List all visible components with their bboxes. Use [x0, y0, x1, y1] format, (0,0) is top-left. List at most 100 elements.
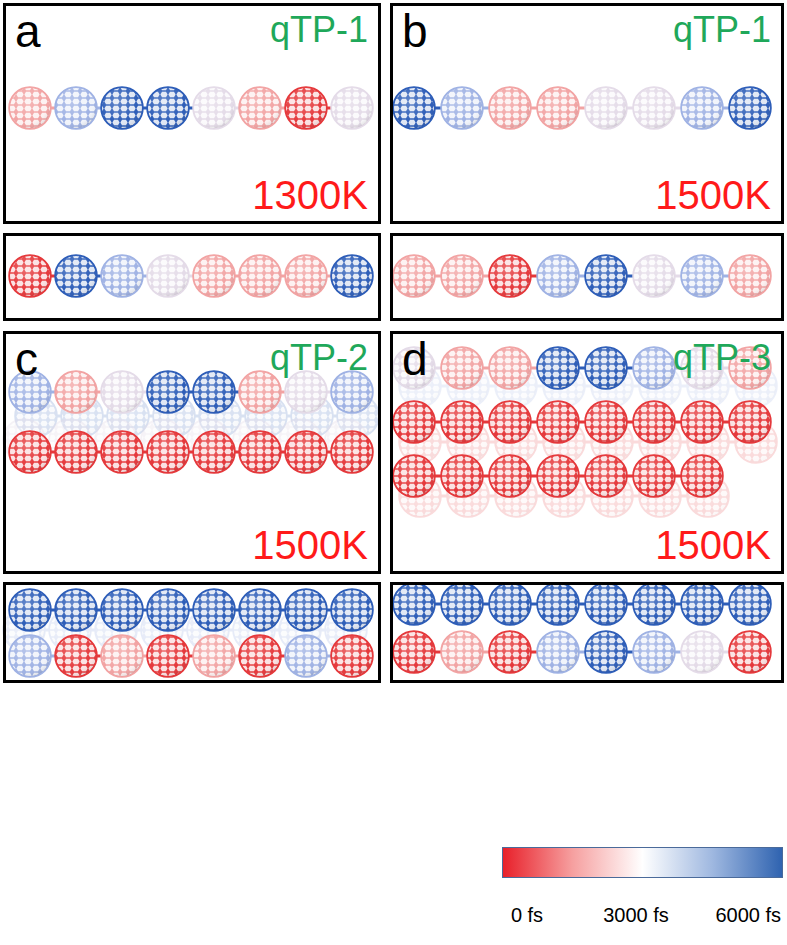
fullerene [633, 455, 675, 497]
fullerene [55, 255, 97, 297]
fullerene [147, 87, 189, 129]
fullerene [9, 635, 51, 677]
fullerene [9, 589, 51, 631]
fullerene [681, 255, 723, 297]
fullerene [393, 583, 435, 625]
panel-frame [3, 582, 381, 683]
fullerene [147, 371, 189, 413]
fullerene [681, 401, 723, 443]
fullerene [537, 455, 579, 497]
fullerene [633, 631, 675, 673]
fullerene [681, 631, 723, 673]
fullerene [489, 87, 531, 129]
fullerene-chain [393, 255, 771, 297]
panel-letter: b [402, 8, 428, 54]
fullerene [147, 635, 189, 677]
structure-name: qTP-1 [270, 12, 368, 48]
fullerene [285, 431, 327, 473]
fullerene [585, 255, 627, 297]
fullerene [393, 455, 435, 497]
fullerene-chain [9, 87, 373, 129]
panel-frame [390, 233, 784, 321]
fullerene [393, 255, 435, 297]
fullerene [285, 589, 327, 631]
fullerene [537, 255, 579, 297]
fullerene [285, 255, 327, 297]
panel-letter: a [15, 8, 41, 54]
fullerene [585, 631, 627, 673]
fullerene [101, 87, 143, 129]
fullerene-chain [393, 455, 723, 497]
fullerene [331, 87, 373, 129]
fullerene [729, 583, 771, 625]
fullerene [441, 255, 483, 297]
fullerene [489, 255, 531, 297]
fullerene [101, 635, 143, 677]
fullerene [285, 635, 327, 677]
fullerene [489, 631, 531, 673]
fullerene-chain [393, 631, 771, 673]
fullerene [585, 455, 627, 497]
fullerene [9, 255, 51, 297]
fullerene-chain [393, 401, 771, 443]
fullerene [9, 87, 51, 129]
fullerene [239, 589, 281, 631]
fullerene [633, 347, 675, 389]
temperature-label: 1500K [252, 525, 368, 565]
temperature-label: 1300K [252, 175, 368, 215]
fullerene [633, 255, 675, 297]
fullerene [55, 635, 97, 677]
fullerene [193, 635, 235, 677]
fullerene [537, 347, 579, 389]
fullerene [489, 401, 531, 443]
fullerene [537, 87, 579, 129]
fullerene [193, 255, 235, 297]
snapshot-panel: a qTP-1 1300K [3, 3, 381, 224]
fullerene [239, 635, 281, 677]
panel-letter: c [15, 336, 38, 382]
fullerene [441, 87, 483, 129]
fullerene [633, 583, 675, 625]
fullerene [147, 255, 189, 297]
snapshot-panel: c qTP-2 1500K [3, 331, 381, 574]
colorbar-tick-label: 0 fs [511, 905, 543, 925]
fullerene [681, 583, 723, 625]
fullerene [101, 371, 143, 413]
panel-frame [3, 233, 381, 321]
fullerene [9, 431, 51, 473]
fullerene [147, 431, 189, 473]
fullerene [537, 401, 579, 443]
temperature-label: 1500K [655, 175, 771, 215]
fullerene-chain [9, 589, 373, 631]
fullerene-chain [393, 87, 771, 129]
fullerene [101, 431, 143, 473]
fullerene [193, 589, 235, 631]
fullerene [441, 455, 483, 497]
fullerene [537, 583, 579, 625]
fullerene [331, 371, 373, 413]
fullerene [585, 583, 627, 625]
fullerene [193, 431, 235, 473]
fullerene [55, 589, 97, 631]
fullerene [441, 631, 483, 673]
fullerene [193, 87, 235, 129]
fullerene [193, 371, 235, 413]
fullerene [147, 589, 189, 631]
fullerene [55, 87, 97, 129]
temperature-label: 1500K [655, 525, 771, 565]
fullerene [585, 87, 627, 129]
fullerene [331, 589, 373, 631]
fullerene [393, 631, 435, 673]
fullerene [489, 455, 531, 497]
fullerene [585, 401, 627, 443]
fullerene [729, 631, 771, 673]
fullerene-chain [9, 371, 373, 413]
fullerene-chain [393, 583, 771, 625]
fullerene [331, 255, 373, 297]
fullerene [489, 347, 531, 389]
panel-frame [390, 582, 784, 683]
structure-name: qTP-2 [270, 340, 368, 376]
fullerene [55, 371, 97, 413]
fullerene [681, 455, 723, 497]
